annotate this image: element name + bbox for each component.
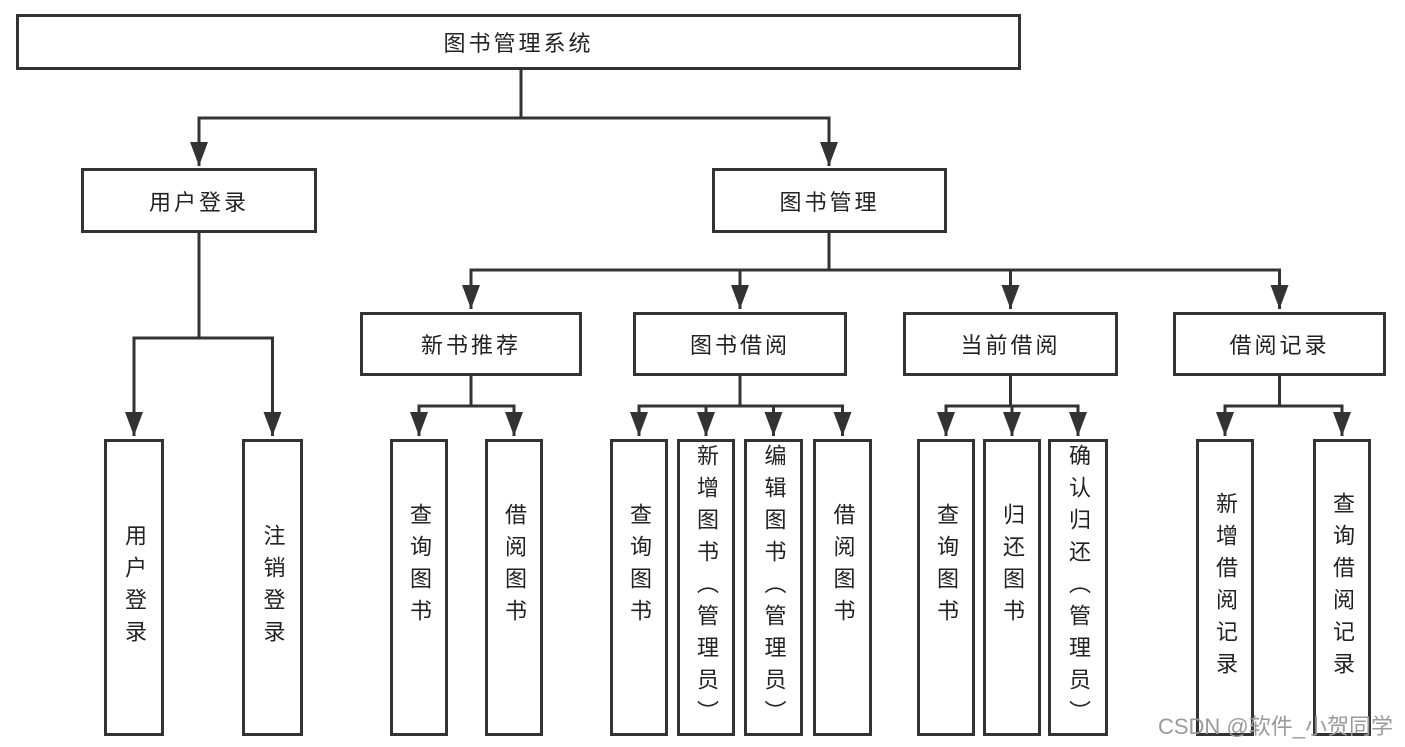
leaf-newbook-borrow-books: 借阅图书	[485, 439, 543, 736]
leaf-current-confirm-return-admin: 确认归还（管理员）	[1048, 439, 1108, 736]
leaf-label: 查询图书	[627, 502, 652, 631]
leaf-label: 借阅图书	[830, 502, 856, 631]
connector-root-to-level2	[190, 70, 838, 166]
node-label: 图书借阅	[689, 333, 790, 358]
leaf-label: 借阅图书	[502, 502, 527, 631]
leaf-user-login: 用户登录	[104, 439, 164, 736]
leaf-current-query-books: 查询图书	[917, 439, 975, 736]
connector-new-book-children	[410, 376, 523, 436]
node-label: 新书推荐	[420, 333, 521, 358]
leaf-label: 用户登录	[122, 523, 147, 652]
connector-user-login-children	[125, 233, 282, 436]
connector-borrow-records-children	[1216, 376, 1351, 436]
leaf-borrow-edit-books-admin: 编辑图书（管理员）	[744, 439, 803, 736]
leaf-label: 确认归还（管理员）	[1066, 443, 1091, 732]
leaf-borrow-query-books: 查询图书	[610, 439, 668, 736]
node-book-borrow: 图书借阅	[633, 312, 847, 376]
node-label: 用户登录	[148, 189, 249, 215]
node-label: 借阅记录	[1229, 333, 1330, 358]
node-book-management: 图书管理	[712, 168, 947, 233]
node-label: 图书管理	[779, 189, 880, 215]
node-borrow-records: 借阅记录	[1173, 312, 1386, 376]
leaf-label: 编辑图书（管理员）	[761, 443, 787, 732]
node-label: 图书管理系统	[443, 31, 594, 56]
leaf-label: 查询图书	[934, 502, 959, 631]
leaf-label: 新增借阅记录	[1213, 491, 1238, 684]
leaf-label: 查询图书	[407, 502, 432, 631]
leaf-label: 新增图书（管理员）	[694, 443, 719, 732]
connector-book-mgmt-to-groups	[462, 233, 1289, 309]
node-library-management-system: 图书管理系统	[16, 14, 1021, 70]
connector-book-borrow-children	[630, 376, 852, 436]
leaf-borrow-borrow-books: 借阅图书	[813, 439, 872, 736]
leaf-newbook-query-books: 查询图书	[390, 439, 448, 736]
node-user-login: 用户登录	[81, 168, 317, 233]
node-current-borrow: 当前借阅	[903, 312, 1118, 376]
leaf-records-query-record: 查询借阅记录	[1313, 439, 1371, 736]
leaf-records-add-record: 新增借阅记录	[1196, 439, 1254, 736]
leaf-label: 查询借阅记录	[1330, 491, 1355, 684]
connector-current-borrow-children	[937, 376, 1087, 436]
node-label: 当前借阅	[960, 333, 1061, 358]
csdn-watermark: CSDN @软件_小贺同学	[1157, 714, 1393, 739]
leaf-logout: 注销登录	[242, 439, 303, 736]
leaf-label: 归还图书	[1000, 502, 1025, 631]
leaf-current-return-books: 归还图书	[983, 439, 1041, 736]
node-new-book-recommend: 新书推荐	[360, 312, 582, 376]
leaf-borrow-add-books-admin: 新增图书（管理员）	[677, 439, 735, 736]
leaf-label: 注销登录	[260, 523, 286, 652]
